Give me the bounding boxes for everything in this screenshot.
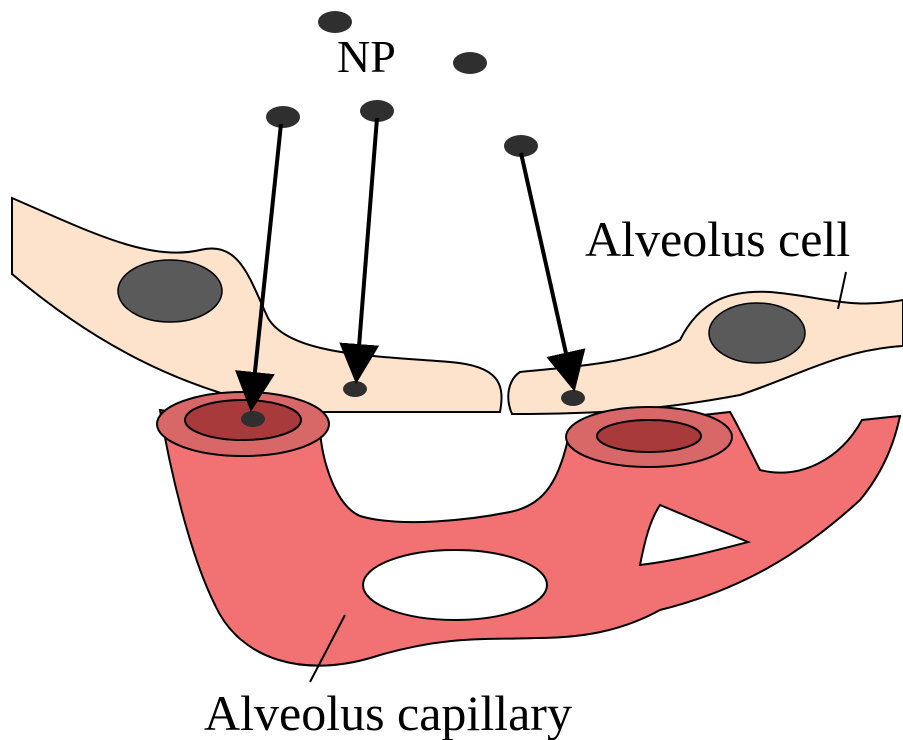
alveolus-cell-label: Alveolus cell <box>585 211 850 267</box>
nanoparticle-in-capillary <box>241 411 265 427</box>
nanoparticle <box>318 11 352 33</box>
alveolus-cell-left <box>12 198 502 412</box>
cell-nucleus-right <box>709 303 805 363</box>
translocation-arrow <box>357 118 377 372</box>
cell-nucleus-left <box>118 260 222 322</box>
alveolus-capillary-label: Alveolus capillary <box>204 685 572 740</box>
nanoparticle <box>453 52 487 74</box>
nanoparticle-in-cell <box>561 390 585 406</box>
translocation-arrow <box>521 153 572 380</box>
capillary-opening-right-lumen <box>597 420 701 452</box>
nanoparticle <box>266 106 300 128</box>
capillary-hole-center <box>363 550 547 620</box>
np-label: NP <box>337 31 396 82</box>
nanoparticle-in-cell <box>343 381 367 397</box>
